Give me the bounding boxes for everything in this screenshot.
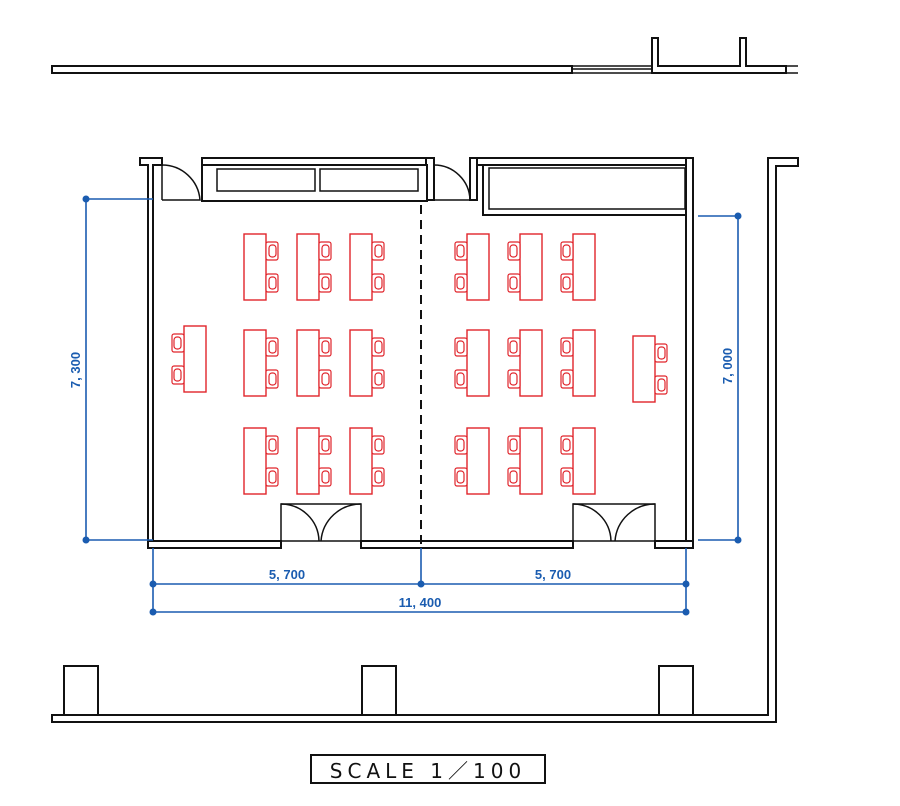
chair-seat	[657, 346, 666, 360]
chair-seat	[374, 438, 383, 452]
chair-seat	[374, 470, 383, 484]
chair-seat	[456, 276, 465, 290]
desk	[296, 329, 320, 397]
desk-unit	[507, 233, 543, 301]
desk-unit	[560, 233, 596, 301]
desk	[519, 427, 543, 495]
chair-seat	[268, 470, 277, 484]
chair-seat	[321, 340, 330, 354]
chair-seat	[268, 438, 277, 452]
desk	[466, 329, 490, 397]
desk	[243, 233, 267, 301]
chair-seat	[562, 470, 571, 484]
chair-seat	[321, 438, 330, 452]
chair-seat	[268, 244, 277, 258]
desk	[349, 427, 373, 495]
dim-right-width: 5, 700	[535, 567, 571, 582]
desk-unit	[454, 427, 490, 495]
top-doors	[161, 164, 471, 201]
desk	[296, 427, 320, 495]
chair-seat	[173, 336, 182, 350]
chair-seat	[509, 276, 518, 290]
dim-left-height: 7, 300	[68, 352, 83, 388]
chair-seat	[456, 438, 465, 452]
chair-seat	[321, 244, 330, 258]
chair-seat	[173, 368, 182, 382]
desk	[519, 329, 543, 397]
dim-total-width: 11, 400	[399, 595, 442, 610]
chair-seat	[321, 276, 330, 290]
chair-seat	[562, 372, 571, 386]
desk-unit	[507, 329, 543, 397]
dim-right-height: 7, 000	[720, 348, 735, 384]
chair-seat	[509, 244, 518, 258]
desk	[466, 427, 490, 495]
chair-seat	[562, 340, 571, 354]
chair-seat	[321, 372, 330, 386]
chair-seat	[456, 244, 465, 258]
chair-seat	[321, 470, 330, 484]
chair-seat	[562, 244, 571, 258]
desk	[632, 335, 656, 403]
desk	[572, 427, 596, 495]
desk-unit	[349, 329, 385, 397]
desk-unit	[560, 329, 596, 397]
bottom-doors	[280, 503, 656, 542]
desk-unit	[243, 427, 279, 495]
right-exterior-wall	[51, 157, 799, 723]
desk-unit	[296, 233, 332, 301]
desk	[296, 233, 320, 301]
chair-seat	[456, 372, 465, 386]
desk-unit	[632, 335, 668, 403]
desk-unit	[171, 325, 207, 393]
storage-cabinets	[201, 164, 687, 216]
desk-layout	[171, 233, 668, 495]
chair-seat	[268, 340, 277, 354]
chair-seat	[509, 438, 518, 452]
room-walls	[139, 157, 694, 549]
chair-seat	[562, 438, 571, 452]
desk-unit	[296, 329, 332, 397]
desk-unit	[507, 427, 543, 495]
chair-seat	[456, 340, 465, 354]
chair-seat	[657, 378, 666, 392]
desk	[183, 325, 207, 393]
desk	[572, 329, 596, 397]
chair-seat	[562, 276, 571, 290]
chair-seat	[374, 244, 383, 258]
desk-unit	[296, 427, 332, 495]
desk-unit	[243, 233, 279, 301]
top-corridor-wall	[51, 37, 798, 74]
chair-seat	[456, 470, 465, 484]
desk	[349, 233, 373, 301]
desk-unit	[560, 427, 596, 495]
columns	[63, 665, 694, 716]
chair-seat	[509, 340, 518, 354]
desk	[243, 427, 267, 495]
dim-left-width: 5, 700	[269, 567, 305, 582]
desk	[349, 329, 373, 397]
desk	[519, 233, 543, 301]
chair-seat	[374, 372, 383, 386]
chair-seat	[374, 340, 383, 354]
chair-seat	[374, 276, 383, 290]
chair-seat	[509, 470, 518, 484]
chair-seat	[268, 372, 277, 386]
chair-seat	[268, 276, 277, 290]
chair-seat	[509, 372, 518, 386]
desk	[572, 233, 596, 301]
desk-unit	[349, 233, 385, 301]
desk-unit	[349, 427, 385, 495]
desk-unit	[243, 329, 279, 397]
desk-unit	[454, 233, 490, 301]
dimension-labels: 7, 300 7, 000 5, 700 5, 700 11, 400	[68, 348, 735, 610]
desk-unit	[454, 329, 490, 397]
scale-label: SCALE 1／100	[310, 754, 546, 784]
desk	[466, 233, 490, 301]
dimension-lines	[82, 195, 742, 616]
desk	[243, 329, 267, 397]
